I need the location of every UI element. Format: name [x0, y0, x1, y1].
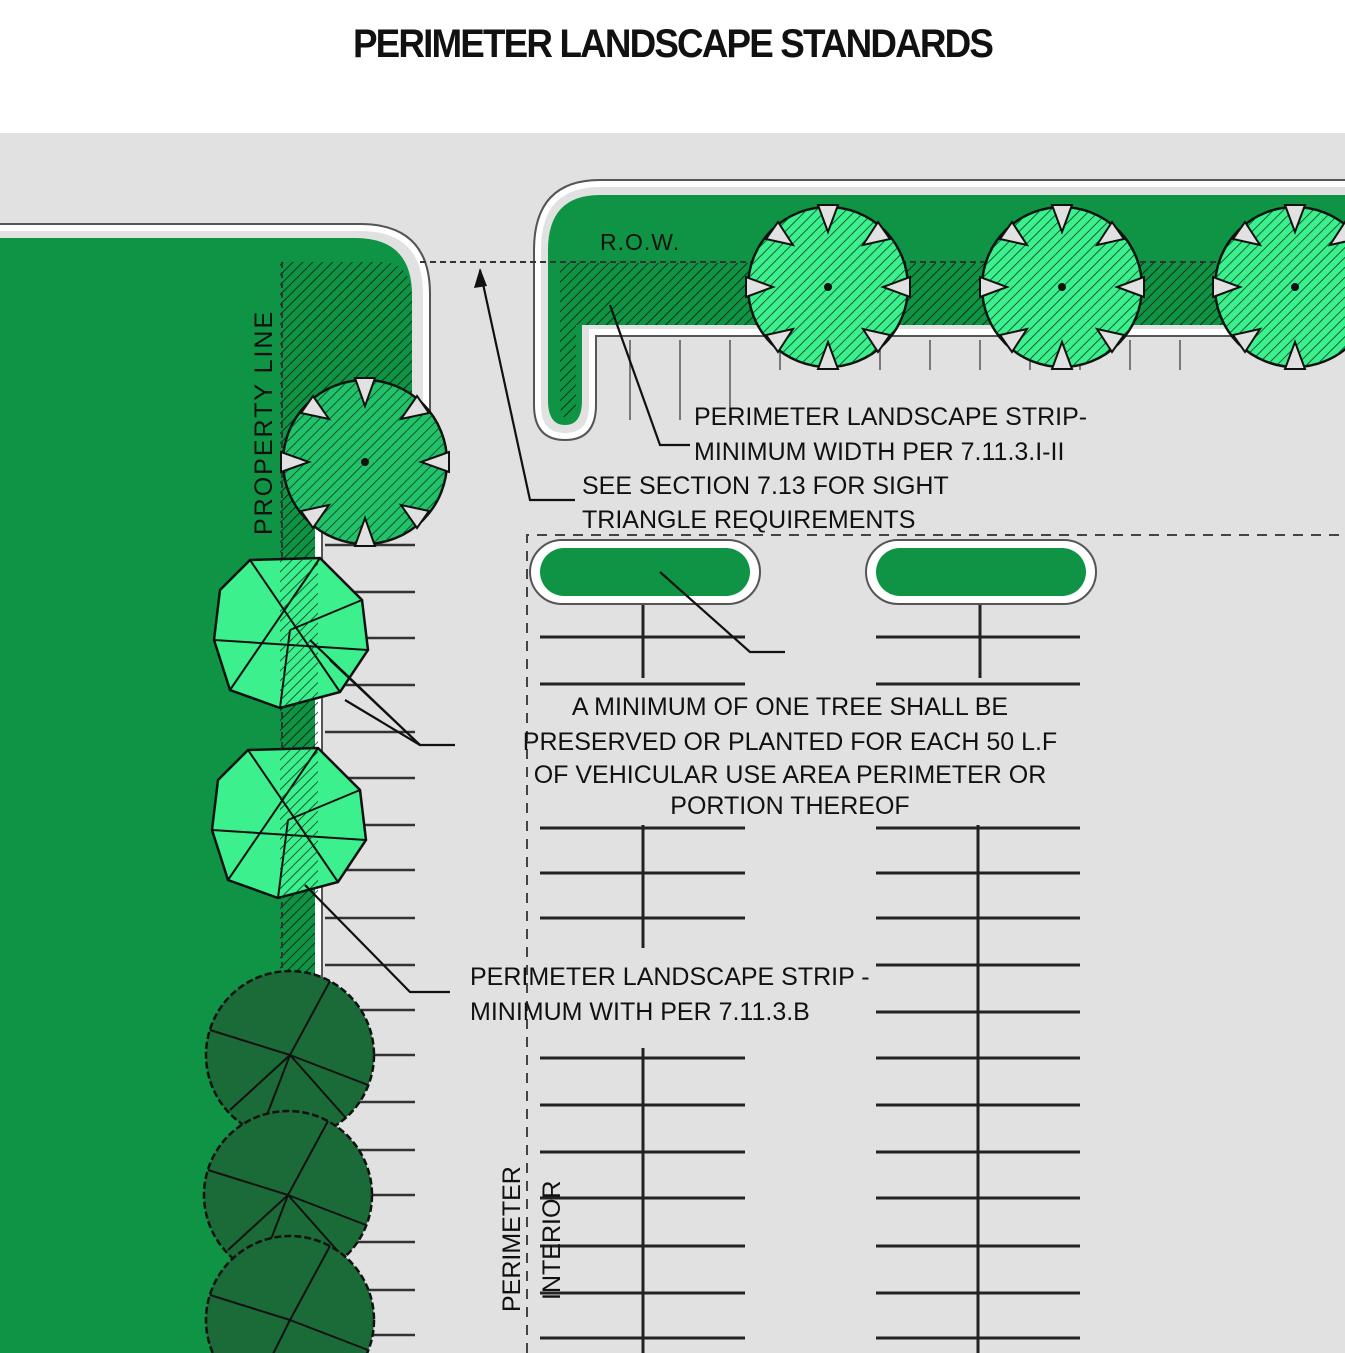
label-row: R.O.W. — [600, 229, 680, 255]
arrowhead-sight — [474, 268, 487, 288]
top-lawn-curb — [535, 181, 1345, 440]
leader-sight-triangle — [478, 269, 575, 502]
interior-parking-right-col — [876, 605, 1080, 1353]
leader-tree-2 — [329, 659, 421, 746]
tree-left-dark-1 — [204, 969, 376, 1141]
left-lawn-curb-outline — [0, 223, 431, 500]
tree-corner — [280, 377, 450, 547]
interior-parking-left-col — [540, 605, 745, 1353]
leader-top-strip — [608, 304, 690, 447]
label-sight-line1: SEE SECTION 7.13 FOR SIGHT — [582, 472, 949, 500]
tree-top-1 — [745, 204, 911, 370]
label-property-line: PROPERTY LINE — [250, 310, 278, 535]
label-sight-line2: TRIANGLE REQUIREMENTS — [582, 506, 915, 534]
tree-top-3 — [1212, 204, 1345, 370]
label-strip-top-line1: PERIMETER LANDSCAPE STRIP- — [694, 403, 1087, 431]
label-tree-line2: PRESERVED OR PLANTED FOR EACH 50 L.F — [523, 728, 1057, 756]
tree-left-dark-3 — [204, 1234, 376, 1353]
island-right-fill — [876, 548, 1086, 596]
leader-left-strip — [304, 884, 450, 994]
interior-boundary — [526, 534, 1345, 1353]
page-title: PERIMETER LANDSCAPE STANDARDS — [352, 22, 994, 66]
label-tree-line1: A MINIMUM OF ONE TREE SHALL BE — [572, 693, 1008, 721]
label-tree-line4: PORTION THEREOF — [670, 792, 909, 820]
left-lawn-curb — [0, 225, 429, 500]
leader-lines — [304, 269, 785, 994]
left-strip-overlay — [280, 560, 318, 900]
leader-tree-3 — [344, 699, 421, 746]
top-lawn-curb-outline — [533, 179, 1345, 442]
island-left-fill — [540, 548, 750, 596]
label-strip-left-line1: PERIMETER LANDSCAPE STRIP - — [470, 963, 870, 991]
label-perimeter: PERIMETER — [498, 1166, 526, 1312]
label-tree-line3: OF VEHICULAR USE AREA PERIMETER OR — [534, 761, 1047, 789]
label-interior: INTERIOR — [538, 1181, 566, 1300]
tree-top-2 — [979, 204, 1145, 370]
label-strip-left-line2: MINIMUM WITH PER 7.11.3.B — [470, 998, 810, 1026]
leader-island — [659, 571, 785, 654]
label-strip-top-line2: MINIMUM WIDTH PER 7.11.3.I-II — [694, 438, 1064, 466]
